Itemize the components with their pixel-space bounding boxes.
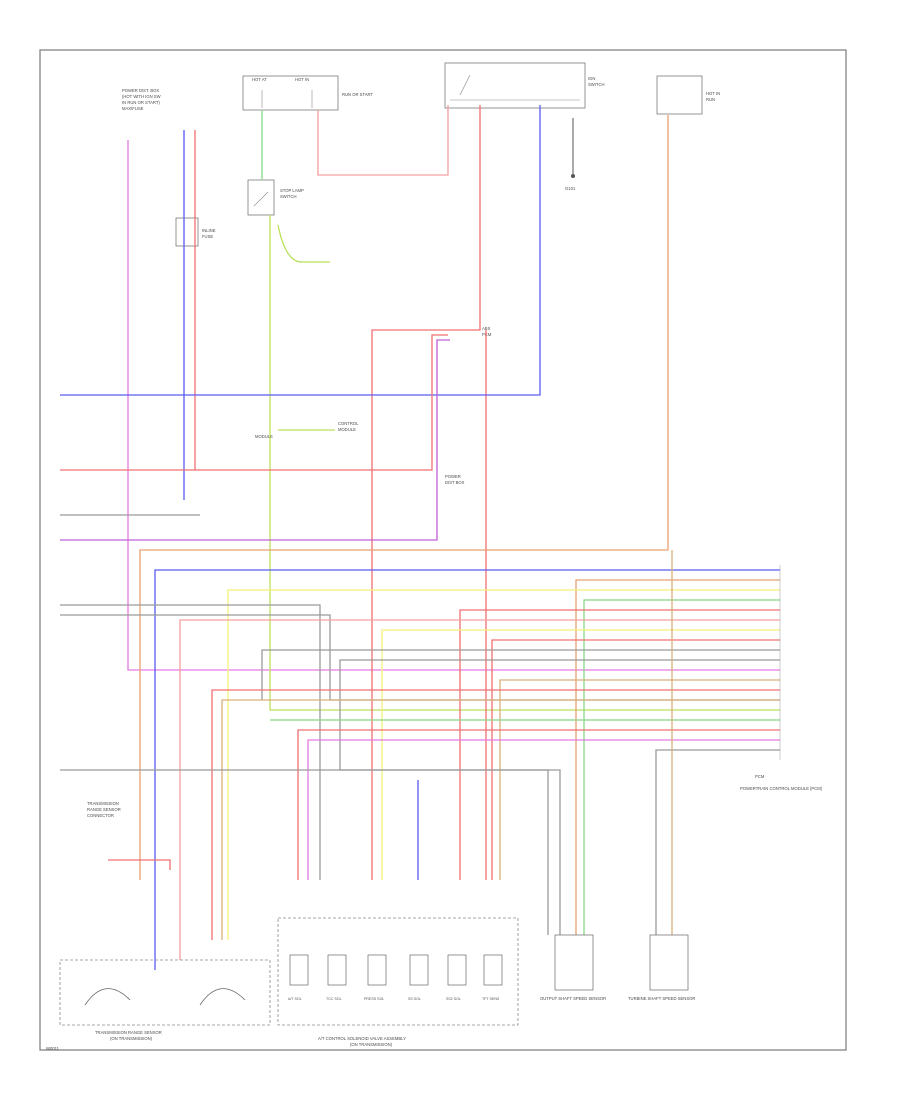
right-top-fuse-box: HOT IN RUN <box>656 75 720 115</box>
inline-fuse-label-2: FUSE <box>202 234 213 239</box>
pdb-label-3: IN RUN OR START) <box>122 100 160 105</box>
solenoid-assembly-label: A/T CONTROL SOLENOID VALVE ASSEMBLY <box>318 1036 406 1041</box>
solenoid-label-4: SS SOL <box>408 997 421 1001</box>
tss-label: TURBINE SHAFT SPEED SENSOR <box>628 996 695 1001</box>
ground-symbol: G101 <box>565 118 576 191</box>
fuse-label-hot-all: HOT AT <box>252 77 267 82</box>
abs-label: ABS <box>482 326 491 331</box>
fuse-label-hot-run: HOT IN <box>295 77 309 82</box>
ign-switch-label: IGN <box>588 76 595 81</box>
pdb-label-2: (HOT WITH IGN SW <box>122 94 161 99</box>
diagram-frame <box>39 49 847 1051</box>
wire-yellow-row-2 <box>381 629 780 880</box>
ign-switch-label-2: SWITCH <box>588 82 605 87</box>
footer-code: W0011 <box>46 1046 60 1051</box>
wire-red-row-2 <box>491 639 780 880</box>
wires <box>60 105 780 970</box>
wire-olive-branch <box>277 224 330 263</box>
wire-red-main <box>371 105 481 880</box>
pdb-label-1: POWER DIST. BOX <box>122 88 159 93</box>
wire-yellow-row <box>227 589 780 940</box>
wire-orange-right <box>139 115 669 880</box>
wire-violet-horizontal <box>60 339 450 541</box>
wire-olive-down <box>269 215 780 711</box>
wire-pink-row-2 <box>307 739 780 880</box>
wire-red-row-1 <box>459 609 780 880</box>
wire-tan-row <box>499 679 780 880</box>
control-module-label-2: MODULE <box>338 427 356 432</box>
solenoid-2 <box>327 954 347 986</box>
abs-label-2: PCM <box>482 332 492 337</box>
trs-box <box>59 959 271 1026</box>
wire-red-horizontal <box>60 334 448 471</box>
solenoid-4 <box>409 954 429 986</box>
trs-sublabel: (ON TRANSMISSION) <box>110 1036 153 1041</box>
stop-lamp-switch: STOP LAMP SWITCH <box>247 179 304 216</box>
wire-red-row-3 <box>211 689 780 940</box>
tss-box <box>649 934 689 991</box>
wire-gray-row-5 <box>655 749 780 935</box>
wire-tan-row-2 <box>221 699 780 940</box>
pcm-right-label: PCM <box>755 774 765 779</box>
stop-lamp-label-2: SWITCH <box>280 194 297 199</box>
trs-connector-label-3: CONNECTOR <box>87 813 114 818</box>
trs-label: TRANSMISSION RANGE SENSOR <box>95 1030 162 1035</box>
solenoid-6 <box>483 954 503 986</box>
pdb-mid-label: POWER <box>445 474 461 479</box>
ign-switch-box: IGN SWITCH <box>444 62 605 109</box>
wire-gray-row-3 <box>261 649 780 700</box>
solenoid-1 <box>289 954 309 986</box>
solenoid-5 <box>447 954 467 986</box>
solenoid-assembly-box <box>277 917 519 1026</box>
trs-connector-label-1: TRANSMISSION <box>87 801 119 806</box>
inline-fuse-label: INLINE <box>202 228 216 233</box>
pcm-label: POWERTRAIN CONTROL MODULE (PCM) <box>740 786 823 791</box>
stop-lamp-label: STOP LAMP <box>280 188 304 193</box>
wire-gray-row-4 <box>339 659 780 935</box>
solenoid-label-2: TCC SOL <box>326 997 342 1001</box>
inline-fuse-left: INLINE FUSE <box>175 217 216 247</box>
component-label-c3: RUN OR START <box>342 92 373 97</box>
solenoid-assembly-sublabel: (ON TRANSMISSION) <box>350 1042 393 1047</box>
hot-in-run-label-2: RUN <box>706 97 715 102</box>
wire-gray-row-6 <box>60 769 549 935</box>
wire-lightred-top <box>317 105 449 176</box>
oss-box <box>554 934 594 991</box>
wire-red-trs <box>108 859 171 870</box>
wire-gray-row-1 <box>60 604 321 880</box>
trs-switch-arc-2 <box>199 988 246 1006</box>
solenoid-label-1: A/T SOL <box>288 997 302 1001</box>
top-left-fuse-box: HOT AT HOT IN <box>242 75 339 111</box>
wire-green-row <box>583 599 780 935</box>
module-left-label: MODULE <box>255 434 273 439</box>
solenoid-label-6: TFT SENS <box>482 997 500 1001</box>
trs-connector-label-2: RANGE SENSOR <box>87 807 121 812</box>
solenoid-label-5: SS2 SOL <box>446 997 461 1001</box>
pdb-label-4: MAXIFUSE <box>122 106 144 111</box>
wire-pink-row <box>179 619 780 960</box>
wire-pink-left <box>127 140 780 671</box>
wire-red-row-4 <box>297 729 780 880</box>
hot-in-run-label: HOT IN <box>706 91 720 96</box>
ground-label: G101 <box>565 186 576 191</box>
pdb-mid-label-2: DIST BOX <box>445 480 465 485</box>
solenoid-label-3: PRESS SOL <box>364 997 384 1001</box>
solenoid-3 <box>367 954 387 986</box>
oss-label: OUTPUT SHAFT SPEED SENSOR <box>540 996 606 1001</box>
control-module-label: CONTROL <box>338 421 359 426</box>
solenoid-elements: A/T SOL TCC SOL PRESS SOL SS SOL SS2 SOL… <box>288 954 503 1001</box>
trs-switch-arc-1 <box>84 988 131 1006</box>
wire-blue-row <box>154 569 780 970</box>
wire-orange-row <box>575 579 780 935</box>
wire-blue-horizontal <box>60 105 541 396</box>
